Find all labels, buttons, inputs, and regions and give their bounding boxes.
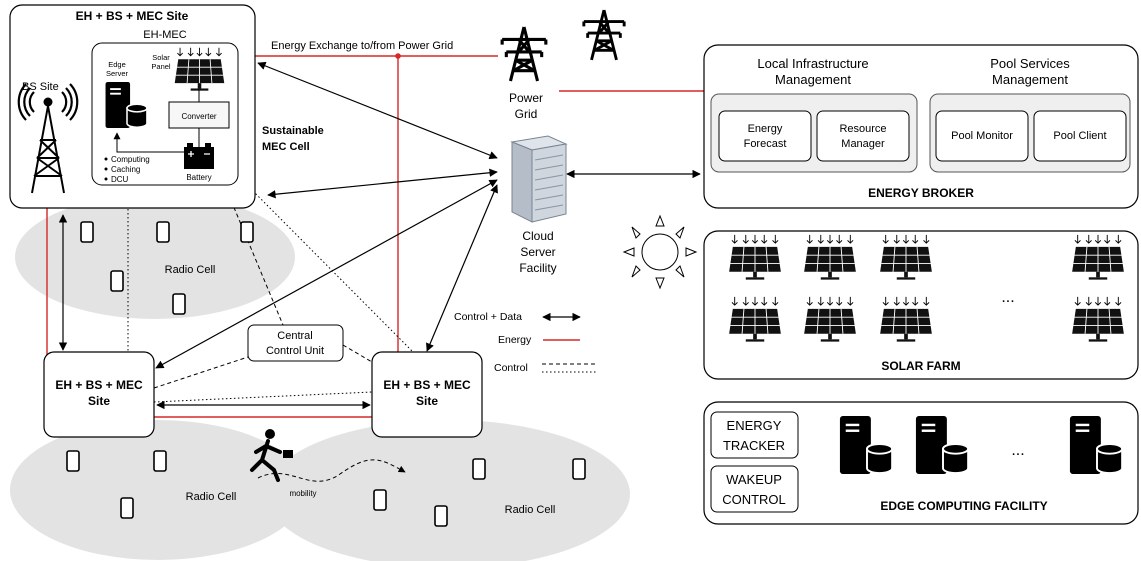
wakeup-control-label-1: WAKEUP [726,472,782,487]
pool-client-box [1033,110,1127,162]
wakeup-control-label-2: CONTROL [722,492,786,507]
phone-icon [472,458,486,480]
walking-person-icon [250,429,293,482]
edge-facility-title: EDGE COMPUTING FACILITY [880,499,1047,513]
edge-server-label-1: Edge [108,60,126,69]
wakeup-control-box [710,465,799,513]
cloud-label-1: Cloud [522,229,553,243]
energy-forecast-label-2: Forecast [744,138,787,150]
battery-label: Battery [186,173,211,182]
site-left-label-2: Site [88,394,110,408]
energy-tracker-box [710,411,799,459]
site-left-label-1: EH + BS + MEC [55,378,143,392]
sustainable-label-1: Sustainable [262,125,324,137]
edge-server-label-2: Server [106,69,129,78]
phone-icon [240,221,254,243]
cloud-server-icon [510,135,568,223]
solar-farm-title: SOLAR FARM [881,359,960,373]
phone-icon [373,489,387,511]
battery-icon [184,143,214,169]
service-computing: Computing [111,155,150,164]
service-caching: Caching [111,165,140,174]
radio-cell-left [10,420,306,560]
phone-icon [66,450,80,472]
solar-panel-label-2: Panel [151,62,171,71]
radio-cell-right [266,420,630,561]
energy-broker-title: ENERGY BROKER [868,186,974,200]
cloud-label-3: Facility [519,261,556,275]
legend-control: Control [494,362,528,374]
edge-facility: ENERGY TRACKER WAKEUP CONTROL ... EDGE C… [703,401,1139,525]
phone-icon [172,293,186,315]
resource-manager-label-1: Resource [839,123,886,135]
sun-icon [622,214,698,290]
services-list: Computing Caching DCU [104,155,150,184]
legend: Control + Data Energy Control [454,311,596,374]
solar-farm-ellipsis: ... [1001,289,1014,306]
power-grid-label-2: Grid [515,107,538,121]
pool-mgmt-label-1: Pool Services [990,56,1070,71]
pool-monitor-box [935,110,1029,162]
phone-icon [434,505,448,527]
central-control-box [247,324,344,362]
pool-mgmt-label-2: Management [992,72,1068,87]
phone-icon [80,221,94,243]
power-grid-label-1: Power [509,91,543,105]
energy-broker: Local Infrastructure Management Pool Ser… [703,44,1139,209]
energy-forecast-label-1: Energy [748,123,783,135]
pool-client-label: Pool Client [1053,130,1106,142]
power-pylon-icon-2 [582,8,626,62]
resource-manager-label-2: Manager [841,138,885,150]
service-dcu: DCU [111,175,129,184]
cloud-label-2: Server [520,245,555,259]
legend-control-data: Control + Data [454,311,522,323]
central-label-1: Central [277,330,312,342]
radio-cell-label-top: Radio Cell [165,264,216,276]
antenna-tower-icon [17,83,79,194]
radio-cell-label-left: Radio Cell [186,491,237,503]
site-top: EH + BS + MEC Site BS Site EH-MEC Edge S… [9,4,256,209]
radio-cell-top [15,195,295,319]
phone-icon [110,270,124,292]
site-right-box [371,351,483,438]
site-right-label-2: Site [416,394,438,408]
bs-site-label: BS Site [22,81,59,93]
central-label-2: Control Unit [266,345,324,357]
control-data-arrows [58,61,701,410]
site-top-title: EH + BS + MEC Site [76,9,189,23]
solar-farm: ... SOLAR FARM [703,230,1139,380]
eh-mec-label: EH-MEC [143,29,186,41]
radio-cell-label-right: Radio Cell [505,504,556,516]
sustainable-label-2: MEC Cell [262,141,310,153]
energy-tracker-label-2: TRACKER [723,438,785,453]
mobility-path [257,459,406,482]
converter-label: Converter [181,112,216,121]
mobility-label: mobility [289,489,316,498]
local-mgmt-label-1: Local Infrastructure [757,56,868,71]
phone-icon [153,450,167,472]
edge-facility-ellipsis: ... [1011,442,1024,459]
pool-monitor-label: Pool Monitor [951,130,1013,142]
site-right-label-1: EH + BS + MEC [383,378,471,392]
energy-tracker-label-1: ENERGY [727,418,782,433]
energy-exchange-label: Energy Exchange to/from Power Grid [271,40,453,52]
power-pylon-icon [500,25,548,83]
solar-panel-label-1: Solar [152,53,170,62]
resource-manager-box [816,110,910,162]
energy-forecast-box [718,110,812,162]
phone-icon [120,497,134,519]
phone-icon [156,221,170,243]
legend-energy: Energy [498,334,532,346]
phone-icon [572,458,586,480]
local-mgmt-label-2: Management [775,72,851,87]
site-left-box [43,351,155,438]
